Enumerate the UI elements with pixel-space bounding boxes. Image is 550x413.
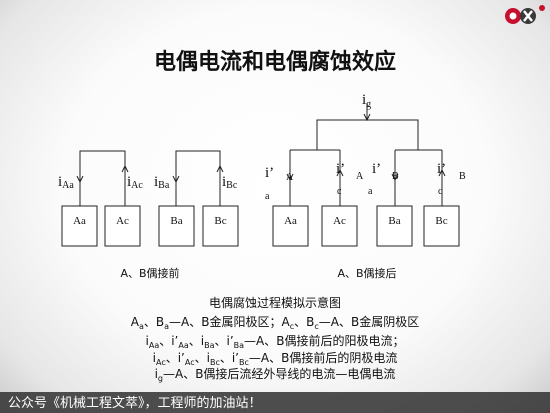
current-subscript: c bbox=[337, 186, 342, 197]
legend-line-2: iAa、i’Aa、iBa、i’Ba—A、B偶接前后的阳极电流； bbox=[146, 333, 405, 350]
current-subscript: c bbox=[438, 186, 443, 197]
logo-small-dot-icon bbox=[539, 5, 545, 11]
legend-line-3: iAc、i’Ac、iBc、i’Bc—A、B偶接前后的阴极电流 bbox=[153, 350, 398, 367]
pair1-wire bbox=[79, 150, 126, 182]
electrode-box bbox=[376, 205, 413, 247]
anode-current-label: iBa bbox=[154, 174, 170, 191]
figure-heading: 电偶腐蚀过程模拟示意图 bbox=[209, 295, 341, 310]
anode-current-label: i’ bbox=[372, 161, 381, 177]
electrode-label: Bc bbox=[214, 215, 226, 227]
current-subscript: B bbox=[392, 171, 399, 182]
left-caption: A、B偶接前 bbox=[120, 266, 179, 280]
electrode-box bbox=[423, 205, 460, 247]
anode-current-label: i’ bbox=[265, 165, 274, 181]
left-diagram: Aa Ac iAa iAc Ba Bc iBa iBc A、B偶接前 bbox=[58, 150, 239, 280]
electrode-label: Aa bbox=[73, 215, 86, 227]
electrode-label: Ac bbox=[333, 215, 346, 227]
electrode-box bbox=[321, 205, 358, 247]
electrode-label: Ba bbox=[170, 215, 182, 227]
current-subscript: a bbox=[265, 191, 270, 202]
legend-line-1: Aa、Ba—A、B金属阳极区；Ac、Bc—A、B金属阴极区 bbox=[131, 314, 419, 331]
slide-title: 电偶电流和电偶腐蚀效应 bbox=[154, 49, 396, 75]
company-logo bbox=[505, 5, 545, 24]
pair2-wire bbox=[175, 150, 221, 182]
electrode-box bbox=[202, 205, 239, 247]
cathode-current-label: iBc bbox=[222, 174, 238, 191]
galvanic-current-label: ig bbox=[362, 92, 371, 110]
legend-line-4: ig—A、B偶接后流经外导线的电流—电偶电流 bbox=[155, 366, 396, 383]
current-subscript: B bbox=[459, 171, 466, 182]
cathode-current-label: i’ bbox=[437, 161, 446, 177]
electrode-box bbox=[158, 205, 195, 247]
right-caption: A、B偶接后 bbox=[337, 267, 396, 280]
cathode-current-label: iAc bbox=[127, 174, 143, 191]
electrode-label: Ac bbox=[116, 215, 129, 227]
current-subscript: A bbox=[286, 172, 294, 183]
anode-current-label: iAa bbox=[58, 174, 74, 191]
footer-bar bbox=[0, 392, 550, 413]
electrode-box bbox=[61, 205, 98, 247]
electrode-label: Aa bbox=[284, 215, 297, 227]
cathode-current-label: i’ bbox=[336, 161, 345, 177]
electrode-label: Bc bbox=[435, 215, 447, 227]
current-subscript: a bbox=[368, 186, 373, 197]
current-subscript: A bbox=[356, 171, 364, 182]
footer-text: 公众号《机械工程文萃》，工程师的加油站！ bbox=[8, 395, 262, 411]
electrode-box bbox=[272, 205, 309, 247]
right-diagram: ig Aa Ac i’ A a i’ A c Ba Bc i’ B a i’ B… bbox=[265, 92, 466, 280]
electrode-label: Ba bbox=[388, 215, 400, 227]
description: 电偶腐蚀过程模拟示意图 Aa、Ba—A、B金属阳极区；Ac、Bc—A、B金属阴极… bbox=[131, 295, 419, 383]
logo-inner-dot-icon bbox=[509, 12, 517, 20]
galvanic-wire bbox=[316, 119, 419, 150]
electrode-box bbox=[104, 205, 141, 247]
logo-x-icon bbox=[523, 10, 533, 22]
